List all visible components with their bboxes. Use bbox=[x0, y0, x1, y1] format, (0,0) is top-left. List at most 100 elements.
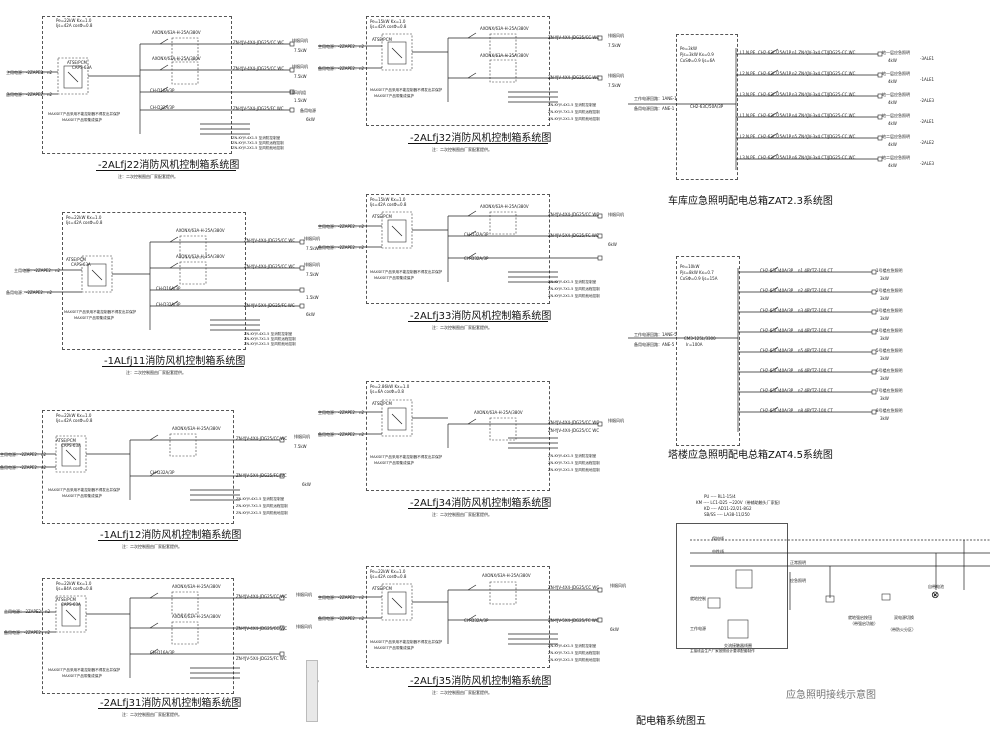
terminal-symbol bbox=[871, 389, 877, 395]
fj33-brk-d-2: CH-D32A/3P bbox=[464, 256, 489, 261]
tower-row-kw: 3kW bbox=[880, 396, 889, 401]
fj12-fire-note-1: MAXSET产品采用不能控制器不得发出并保护 bbox=[48, 488, 121, 492]
fj11-ats-diagonal bbox=[91, 269, 103, 281]
tower-row-load: 8号楼应急照明 bbox=[876, 408, 903, 413]
fj33-contactor: AXONX/63A-H-25A/380V bbox=[480, 204, 529, 209]
fj32-ctrl-2: ZN-KYJY-7X1.5 至风机远程控制 bbox=[548, 110, 600, 114]
fj32-ats-diagonal bbox=[391, 47, 403, 59]
fj35-param-2: Ijs=42A cosΦ=0.8 bbox=[370, 574, 407, 579]
terminal-symbol bbox=[299, 265, 305, 271]
fj33-ats-diagonal bbox=[391, 225, 403, 237]
panel-fj34 bbox=[366, 381, 550, 491]
fj22-ctrl-1: ZN-KYJY-4X1.5 至消防控制室 bbox=[232, 136, 281, 140]
terminal-symbol bbox=[597, 213, 603, 219]
fj12-cable-1: ZN-YJV-4X4-JDG25/CC WC bbox=[236, 436, 288, 441]
fj11-cable-3: ZN-YJV-5X4-JDG25/FC WC bbox=[244, 303, 295, 308]
fj32-load-kw: 7.5kW bbox=[608, 43, 621, 48]
fj31-branch-breaker bbox=[149, 648, 159, 655]
fj35-main-supply: 主用电源：-2ZAPE2：n2 bbox=[318, 595, 365, 600]
fj22-load-kw: 7.5kW bbox=[294, 48, 307, 53]
fj22-fire-note-1: MAXSET产品采用不能控制器不得发出并保护 bbox=[48, 112, 121, 116]
garage-supply-2: 备用电源回路：ANE-1 bbox=[634, 106, 675, 111]
terminal-symbol bbox=[289, 107, 295, 113]
fj31-contactor-box-2 bbox=[171, 621, 199, 645]
fj31-branch-breaker bbox=[149, 592, 159, 599]
box5-label-power: 工作电源 bbox=[690, 626, 706, 631]
fj34-fire-note-1: MAXSET产品采用不能控制器不得发出并保护 bbox=[370, 455, 443, 459]
tower-row-kw: 3kW bbox=[880, 316, 889, 321]
garage-row-cable: n6 ZN-YJV-3x4 CT/JDG25-CC,WC bbox=[792, 155, 856, 160]
fj32-backup-supply: 备用电源：-2ZAPE2：n2 bbox=[318, 66, 365, 71]
fj22-branch-breaker bbox=[159, 86, 169, 93]
breaker-symbol bbox=[769, 306, 779, 313]
fj35-cable-1: ZN-YJV-4X4-JDG25/CC WC bbox=[548, 585, 600, 590]
fj22-ats-diagonal bbox=[67, 71, 79, 83]
garage-row-dest: -2ALE1 bbox=[920, 119, 935, 124]
panel-box5 bbox=[676, 523, 788, 649]
tower-param-2: Pjs=8kW Kx=0.7 bbox=[680, 270, 714, 275]
fj31-contactor-box-1 bbox=[171, 591, 199, 615]
fj31-cable-2: ZN-YJV-4X4-JDG25/CC WC bbox=[236, 626, 288, 631]
garage-row-dest: -2ALE3 bbox=[920, 161, 935, 166]
fj32-ctrl-3: ZN-KYJY-2X1.5 至风机就地控制 bbox=[548, 117, 600, 121]
note-fj32: 注：二次控制图由厂家配套提供。 bbox=[432, 147, 492, 152]
fj33-fire-note-2: MAXSET产品带集成保护 bbox=[374, 276, 414, 280]
terminal-symbol bbox=[289, 89, 295, 95]
breaker-symbol bbox=[769, 266, 779, 273]
garage-row-dest: -3ALE1 bbox=[920, 56, 935, 61]
fj22-contactor-1: AXONX/63A-H-25A/380V bbox=[152, 30, 201, 35]
tower-row-load: 6号楼应急照明 bbox=[876, 368, 903, 373]
note-fj33: 注：二次控制图由厂家配套提供。 bbox=[432, 325, 492, 330]
fj33-backup-supply: 备用电源：-2ZAPE2：n2 bbox=[318, 245, 365, 250]
fj35-branch-breaker bbox=[467, 614, 477, 621]
fj31-ats-switch bbox=[61, 603, 81, 627]
fj11-backup-supply: 备用电源：-2ZAPE2：n2 bbox=[6, 290, 53, 295]
fj22-backup-supply: 备用电源：-2ZAPE2：n2 bbox=[6, 92, 53, 97]
terminal-symbol bbox=[871, 369, 877, 375]
terminal-symbol bbox=[597, 233, 603, 239]
fj12-ats-diagonal bbox=[65, 449, 77, 461]
fj32-cable-2: ZN-YJV-4X4-JDG25/CC WC bbox=[548, 75, 600, 80]
fj11-param-1: Pe=22kW Kx=1.0 bbox=[66, 215, 102, 220]
breaker-symbol bbox=[769, 69, 779, 76]
fj35-contactor-box bbox=[489, 581, 517, 605]
tower-row-cable: n6 4BYTZ-10X CT bbox=[798, 368, 833, 373]
fj32-param-1: Pe=15kW Kx=1.0 bbox=[370, 19, 406, 24]
fj34-main-supply: 主用电源：-2ZAPE2：n2 bbox=[318, 410, 365, 415]
terminal-symbol bbox=[279, 473, 285, 479]
tower-main-breaker-2: Ir=100A bbox=[686, 342, 703, 347]
note-fj11: 注：二次控制图由厂家配套提供。 bbox=[126, 370, 186, 375]
tower-row-cable: n4 4BYTZ-10X CT bbox=[798, 328, 833, 333]
fj12-ctrl-1: ZN-KYJY-4X1.5 至消防控制室 bbox=[236, 497, 285, 501]
tower-row-kw: 3kW bbox=[880, 276, 889, 281]
box5-legend-3: KD ---- AD11-22/21-8G2 bbox=[704, 506, 752, 511]
fj22-heat: 排风机组 bbox=[290, 90, 306, 95]
tower-row-kw: 3kW bbox=[880, 296, 889, 301]
fj35-ctrl-2: ZN-KYJY-7X1.5 至风机远程控制 bbox=[548, 651, 600, 655]
wiring-label-2: （带强启功能） bbox=[850, 621, 878, 626]
terminal-symbol bbox=[871, 409, 877, 415]
fj22-contactor-box-2 bbox=[171, 61, 199, 85]
fj33-cable-2: ZN-YJV-5X4-JDG25/FC WC bbox=[548, 233, 599, 238]
fj32-cable-1: ZN-YJV-4X4-JDG25/CC WC bbox=[548, 35, 600, 40]
tower-row-breaker: CH2-63C/40A/3P bbox=[760, 408, 794, 413]
fj22-load-fan: 排烟风机 bbox=[292, 38, 308, 43]
garage-param-1: Pe=3kW bbox=[680, 46, 697, 51]
fj35-ats-switch bbox=[387, 591, 407, 615]
tower-row-kw: 3kW bbox=[880, 356, 889, 361]
box5-switch bbox=[707, 597, 721, 609]
fj32-load-fan-2: 排烟风机 bbox=[608, 73, 624, 78]
terminal-symbol bbox=[871, 349, 877, 355]
terminal-symbol bbox=[597, 617, 603, 623]
terminal-symbol bbox=[299, 239, 305, 245]
fj12-fire-note-2: MAXSET产品带集成保护 bbox=[62, 494, 102, 498]
title-fj31: -2ALfj31消防风机控制箱系统图 bbox=[100, 698, 242, 709]
terminal-symbol bbox=[279, 595, 285, 601]
fj35-ctrl-1: ZN-KYJY-4X1.5 至消防控制室 bbox=[548, 644, 597, 648]
fj11-ctrl-1: ZN-KYJY-4X1.5 至消防控制室 bbox=[244, 332, 293, 336]
fj12-ats-rating: CAPS-63A bbox=[61, 443, 81, 448]
fj35-fire-note-2: MAXSET产品带集成保护 bbox=[374, 646, 414, 650]
fj31-ats-box bbox=[55, 595, 87, 633]
legend-strip bbox=[306, 660, 318, 722]
